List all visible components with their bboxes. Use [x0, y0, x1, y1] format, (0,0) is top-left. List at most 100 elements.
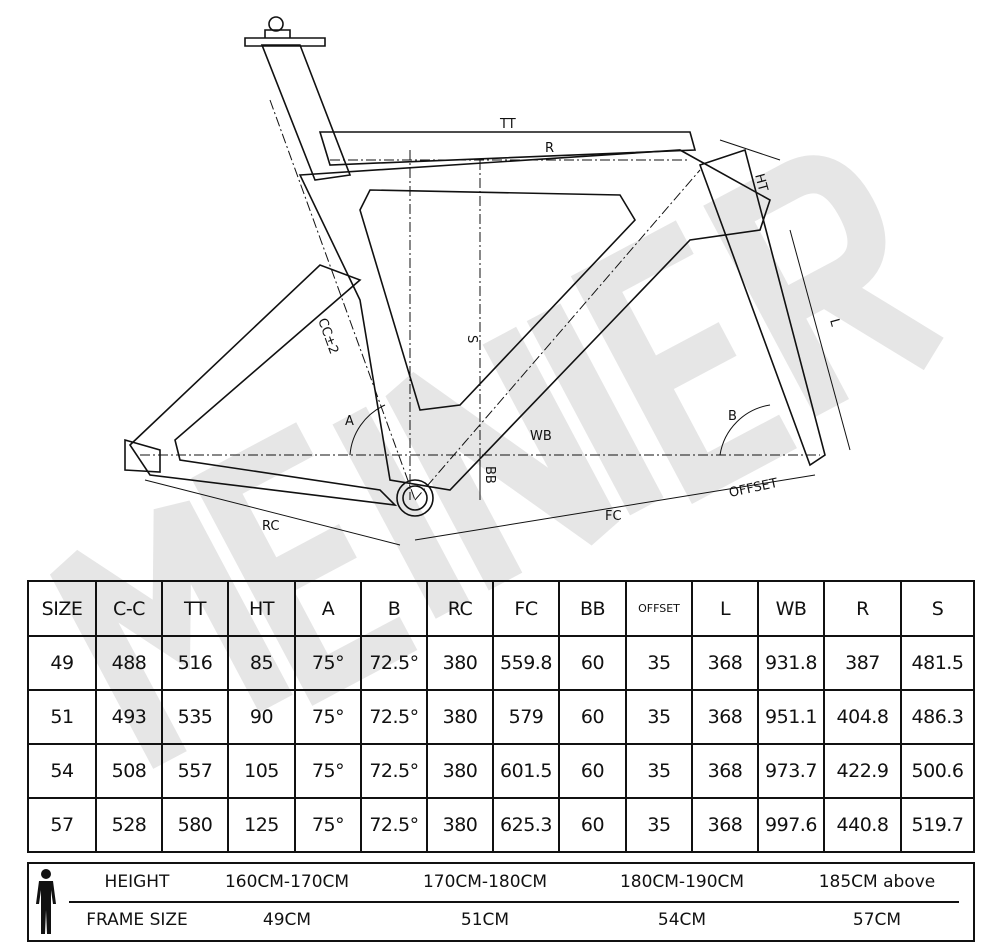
label-rc: RC: [262, 519, 279, 534]
label-bb: BB: [482, 466, 497, 484]
header-cell: BB: [558, 580, 627, 637]
table-cell: 380: [426, 635, 494, 691]
table-cell: 404.8: [823, 689, 902, 745]
height-row: HEIGHT 160CM-170CM 170CM-180CM 180CM-190…: [29, 864, 973, 902]
table-cell: 60: [558, 689, 627, 745]
table-cell: 72.5°: [360, 797, 428, 853]
frame-size-label: FRAME SIZE: [86, 910, 188, 930]
header-cell: R: [823, 580, 902, 637]
header-cell: S: [900, 580, 975, 637]
label-tt: TT: [499, 117, 516, 132]
person-icon: [36, 869, 56, 934]
header-cell: OFFSET: [625, 580, 693, 637]
table-header-row: SIZE C-C TT HT A B RC FC BB OFFSET L WB …: [27, 580, 975, 637]
label-a: A: [345, 414, 354, 429]
table-cell: 105: [227, 743, 296, 799]
label-b: B: [728, 409, 737, 424]
saddle-clamp: [244, 29, 326, 47]
height-range: 170CM-180CM: [422, 872, 548, 892]
table-cell: 368: [691, 797, 759, 853]
table-cell: 535: [161, 689, 229, 745]
frame-size: 49CM: [262, 910, 312, 930]
table-cell: 601.5: [492, 743, 560, 799]
size-chart: HEIGHT 160CM-170CM 170CM-180CM 180CM-190…: [27, 862, 975, 942]
table-cell: 440.8: [823, 797, 902, 853]
height-label: HEIGHT: [104, 872, 170, 892]
frame-diagram: TT R HT S CC±2 A B WB BB L OFFSET FC RC: [124, 16, 851, 546]
table-cell: 75°: [294, 797, 362, 853]
table-cell: 35: [625, 797, 693, 853]
table-cell: 368: [691, 743, 759, 799]
table-cell: 973.7: [757, 743, 825, 799]
table-cell: 72.5°: [360, 743, 428, 799]
table-cell: 500.6: [900, 743, 975, 799]
table-cell: 519.7: [900, 797, 975, 853]
label-r: R: [545, 141, 554, 156]
table-cell: 51: [27, 689, 97, 745]
table-cell: 516: [161, 635, 229, 691]
table-cell: 508: [95, 743, 163, 799]
label-wb: WB: [530, 429, 552, 444]
table-cell: 380: [426, 689, 494, 745]
table-cell: 72.5°: [360, 689, 428, 745]
table-cell: 931.8: [757, 635, 825, 691]
table-cell: 488: [95, 635, 163, 691]
table-cell: 54: [27, 743, 97, 799]
table-cell: 125: [227, 797, 296, 853]
table-cell: 493: [95, 689, 163, 745]
table-cell: 997.6: [757, 797, 825, 853]
table-cell: 75°: [294, 743, 362, 799]
label-ht: HT: [751, 172, 770, 193]
table-cell: 387: [823, 635, 902, 691]
table-cell: 528: [95, 797, 163, 853]
label-l: L: [826, 317, 843, 329]
table-cell: 380: [426, 797, 494, 853]
table-cell: 951.1: [757, 689, 825, 745]
divider: [69, 901, 959, 903]
header-cell: A: [294, 580, 362, 637]
header-cell: WB: [757, 580, 825, 637]
header-cell: SIZE: [27, 580, 97, 637]
label-s: S: [464, 335, 479, 343]
header-cell: B: [360, 580, 428, 637]
table-cell: 580: [161, 797, 229, 853]
table-cell: 368: [691, 689, 759, 745]
height-range: 180CM-190CM: [619, 872, 745, 892]
table-cell: 85: [227, 635, 296, 691]
table-cell: 35: [625, 635, 693, 691]
table-cell: 422.9: [823, 743, 902, 799]
frame-size: 57CM: [852, 910, 902, 930]
height-range: 160CM-170CM: [224, 872, 350, 892]
geometry-table: SIZE C-C TT HT A B RC FC BB OFFSET L WB …: [27, 580, 975, 853]
table-cell: 625.3: [492, 797, 560, 853]
header-cell: TT: [161, 580, 229, 637]
dropout: [124, 438, 161, 473]
table-cell: 75°: [294, 689, 362, 745]
header-cell: FC: [492, 580, 560, 637]
table-cell: 49: [27, 635, 97, 691]
table-cell: 559.8: [492, 635, 560, 691]
table-cell: 60: [558, 635, 627, 691]
table-cell: 90: [227, 689, 296, 745]
table-cell: 75°: [294, 635, 362, 691]
label-cc: CC±2: [314, 316, 341, 356]
top-tube: [318, 131, 697, 166]
header-cell: L: [691, 580, 759, 637]
height-range: 185CM above: [818, 872, 936, 892]
frame-size-row: FRAME SIZE 49CM 51CM 54CM 57CM: [29, 902, 973, 940]
table-cell: 57: [27, 797, 97, 853]
table-cell: 486.3: [900, 689, 975, 745]
table-cell: 368: [691, 635, 759, 691]
table-cell: 72.5°: [360, 635, 428, 691]
header-cell: HT: [227, 580, 296, 637]
header-cell: RC: [426, 580, 494, 637]
header-cell: C-C: [95, 580, 163, 637]
fork: [698, 148, 826, 467]
label-offset: OFFSET: [728, 476, 779, 501]
table-cell: 60: [558, 797, 627, 853]
